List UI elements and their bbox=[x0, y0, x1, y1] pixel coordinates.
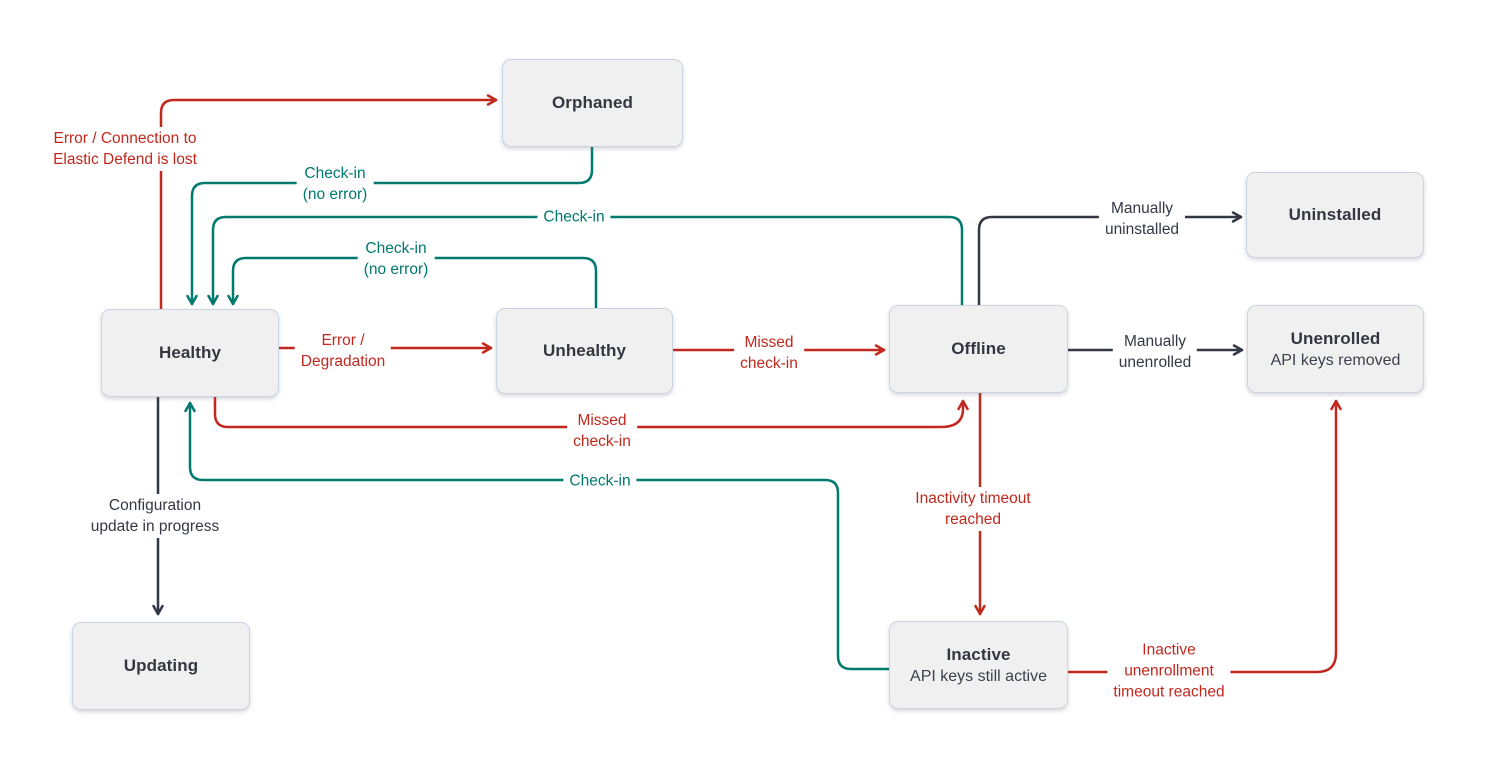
edge-label-healthy-to-unhealthy: Error / Degradation bbox=[294, 329, 392, 373]
node-uninstalled: Uninstalled bbox=[1246, 172, 1424, 258]
node-healthy-label: Healthy bbox=[158, 343, 222, 362]
node-orphaned: Orphaned bbox=[502, 59, 683, 147]
node-uninstalled-label: Uninstalled bbox=[1288, 205, 1382, 224]
edge-label-offline-to-uninstalled: Manually uninstalled bbox=[1098, 197, 1186, 241]
node-updating-label: Updating bbox=[123, 656, 199, 675]
node-inactive-sublabel: API keys still active bbox=[910, 667, 1047, 685]
edge-label-offline-to-inactive: Inactivity timeout reached bbox=[909, 487, 1037, 531]
edge-inactive-to-unenrolled bbox=[1066, 399, 1342, 674]
node-inactive-label: Inactive bbox=[946, 644, 1011, 664]
node-unhealthy-label: Unhealthy bbox=[542, 341, 627, 360]
edge-label-healthy-to-updating: Configuration update in progress bbox=[84, 494, 226, 538]
edge-label-healthy-to-offline: Missed check-in bbox=[567, 409, 637, 453]
node-updating: Updating bbox=[72, 622, 250, 710]
edge-offline-to-uninstalled bbox=[977, 211, 1243, 307]
edge-label-orphaned-to-healthy: Check-in (no error) bbox=[296, 162, 374, 206]
edge-inactive-to-healthy bbox=[184, 401, 891, 671]
node-orphaned-label: Orphaned bbox=[551, 93, 634, 112]
edge-label-inactive-to-unenrolled: Inactive unenrollment timeout reached bbox=[1107, 638, 1231, 704]
edge-label-inactive-to-healthy: Check-in bbox=[563, 469, 637, 493]
node-unenrolled-label: Unenrolled bbox=[1290, 328, 1381, 348]
edge-label-unhealthy-to-offline: Missed check-in bbox=[734, 331, 804, 375]
edge-orphaned-to-healthy bbox=[186, 145, 594, 306]
edge-offline-to-healthy bbox=[207, 215, 964, 307]
node-unenrolled-sublabel: API keys removed bbox=[1270, 351, 1401, 369]
node-offline: Offline bbox=[889, 305, 1068, 393]
node-healthy: Healthy bbox=[101, 309, 279, 397]
edge-label-offline-to-healthy: Check-in bbox=[537, 205, 611, 229]
edge-healthy-to-orphaned bbox=[159, 94, 498, 311]
node-offline-label: Offline bbox=[951, 339, 1006, 358]
edge-label-unhealthy-to-healthy: Check-in (no error) bbox=[357, 237, 435, 281]
node-unhealthy: Unhealthy bbox=[496, 308, 673, 394]
edge-label-healthy-to-orphaned: Error / Connection to Elastic Defend is … bbox=[47, 127, 203, 171]
node-unenrolled: Unenrolled API keys removed bbox=[1247, 305, 1424, 393]
edge-label-offline-to-unenrolled: Manually unenrolled bbox=[1112, 330, 1198, 374]
node-inactive: Inactive API keys still active bbox=[889, 621, 1068, 709]
